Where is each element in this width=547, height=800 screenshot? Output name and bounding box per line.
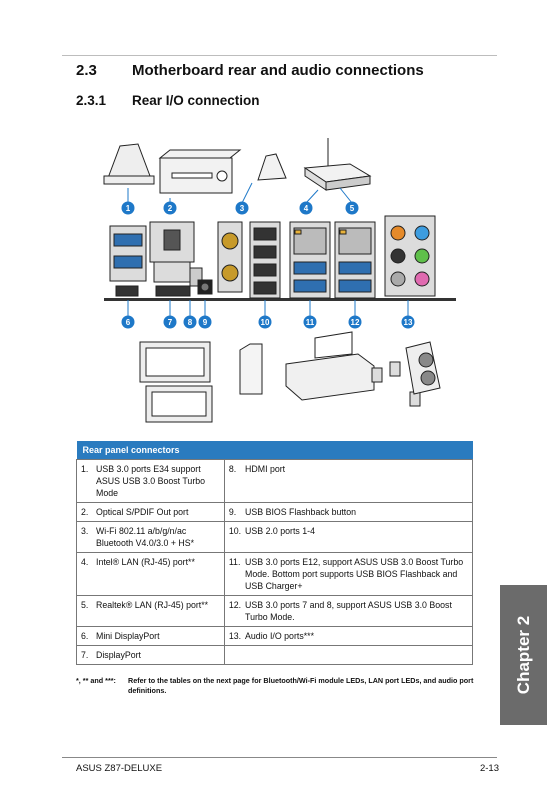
intel-lan-and-usb-e12	[289, 221, 331, 299]
item-number: 4.	[76, 552, 92, 596]
header-rule	[62, 55, 497, 56]
router-device	[303, 138, 372, 191]
usb20-ports	[249, 221, 281, 299]
usb-bios-flashback-button	[197, 279, 213, 295]
callout-number: 13	[404, 318, 413, 327]
usb-e34-ports	[109, 225, 147, 282]
item-number: 13.	[223, 626, 242, 646]
callout-badge: 9	[198, 315, 212, 329]
optical-spdif	[149, 221, 195, 297]
callout-number: 8	[188, 318, 193, 327]
callout-number: 10	[261, 318, 270, 327]
item-number: 5.	[76, 595, 92, 627]
item-number: 9.	[223, 502, 242, 522]
item-number: 11.	[223, 552, 242, 596]
table-header: Rear panel connectors	[76, 441, 473, 460]
media-player-device	[158, 149, 242, 194]
item-description: USB 3.0 ports E12, support ASUS USB 3.0 …	[241, 552, 474, 596]
item-description: Wi-Fi 802.11 a/b/g/n/ac Bluetooth V4.0/3…	[92, 521, 225, 553]
table-row: 3.Wi-Fi 802.11 a/b/g/n/ac Bluetooth V4.0…	[76, 521, 474, 553]
callout-number: 5	[350, 204, 355, 213]
callout-badge: 13	[401, 315, 415, 329]
item-number	[223, 645, 242, 665]
callout-number: 9	[203, 318, 208, 327]
item-description: USB 3.0 ports E34 support ASUS USB 3.0 B…	[92, 459, 225, 503]
table-row: 1.USB 3.0 ports E34 support ASUS USB 3.0…	[76, 459, 474, 503]
panel-baseline	[104, 298, 456, 301]
external-drive-device	[239, 343, 263, 395]
callout-badge: 1	[121, 201, 135, 215]
mini-displayport	[115, 285, 139, 297]
callout-badge: 5	[345, 201, 359, 215]
callout-number: 12	[351, 318, 360, 327]
item-description	[241, 645, 474, 665]
item-description: USB 2.0 ports 1-4	[241, 521, 474, 553]
item-number: 2.	[76, 502, 92, 522]
item-number: 1.	[76, 459, 92, 503]
tablet-device	[103, 143, 155, 185]
item-description: DisplayPort	[92, 645, 225, 665]
bluetooth-speaker-device	[257, 153, 287, 181]
table-row: 5.Realtek® LAN (RJ-45) port**12.USB 3.0 …	[76, 595, 474, 627]
rear-panel-connectors-table: Rear panel connectors 1.USB 3.0 ports E3…	[76, 441, 474, 665]
callout-number: 4	[304, 204, 309, 213]
item-description: Audio I/O ports***	[241, 626, 474, 646]
monitor-device	[139, 341, 213, 423]
item-description: USB 3.0 ports 7 and 8, support ASUS USB …	[241, 595, 474, 627]
callout-number: 3	[240, 204, 245, 213]
callout-badge: 6	[121, 315, 135, 329]
table-row: 4.Intel® LAN (RJ-45) port**11.USB 3.0 po…	[76, 552, 474, 596]
chapter-tab: Chapter 2	[500, 585, 547, 725]
item-number: 8.	[223, 459, 242, 503]
callout-number: 6	[126, 318, 131, 327]
realtek-lan-and-usb-78	[334, 221, 376, 299]
footnote-text: Refer to the tables on the next page for…	[128, 676, 474, 695]
item-number: 3.	[76, 521, 92, 553]
rear-panel-table-container: Rear panel connectors 1.USB 3.0 ports E3…	[76, 441, 474, 665]
callout-badge: 11	[303, 315, 317, 329]
footnote: *, ** and ***: Refer to the tables on the…	[76, 676, 486, 696]
speaker-device	[405, 341, 441, 395]
callout-badge: 3	[235, 201, 249, 215]
printer-device	[285, 331, 375, 401]
item-description: Optical S/PDIF Out port	[92, 502, 225, 522]
item-description: Intel® LAN (RJ-45) port**	[92, 552, 225, 596]
callout-number: 2	[168, 204, 173, 213]
footer-product: ASUS Z87-DELUXE	[76, 763, 163, 774]
item-description: HDMI port	[241, 459, 474, 503]
footer-rule	[62, 757, 497, 758]
item-number: 12.	[223, 595, 242, 627]
footnote-key: *, ** and ***:	[76, 676, 116, 685]
table-row: 7.DisplayPort	[76, 645, 474, 665]
chapter-tab-label: Chapter 2	[513, 615, 533, 695]
item-number: 6.	[76, 626, 92, 646]
callout-badge: 2	[163, 201, 177, 215]
item-number: 7.	[76, 645, 92, 665]
footer-page-number: 2-13	[479, 763, 499, 774]
callout-badge: 10	[258, 315, 272, 329]
callout-number: 1	[126, 204, 131, 213]
item-description: USB BIOS Flashback button	[241, 502, 474, 522]
callout-number: 11	[306, 318, 315, 327]
callout-badge: 12	[348, 315, 362, 329]
item-description: Realtek® LAN (RJ-45) port**	[92, 595, 225, 627]
callout-badge: 7	[163, 315, 177, 329]
callout-badge: 4	[299, 201, 313, 215]
callout-number: 7	[168, 318, 173, 327]
audio-io-ports	[384, 215, 436, 297]
callout-badge: 8	[183, 315, 197, 329]
item-description: Mini DisplayPort	[92, 626, 225, 646]
item-number: 10.	[223, 521, 242, 553]
wifi-antenna-ports	[217, 221, 243, 293]
